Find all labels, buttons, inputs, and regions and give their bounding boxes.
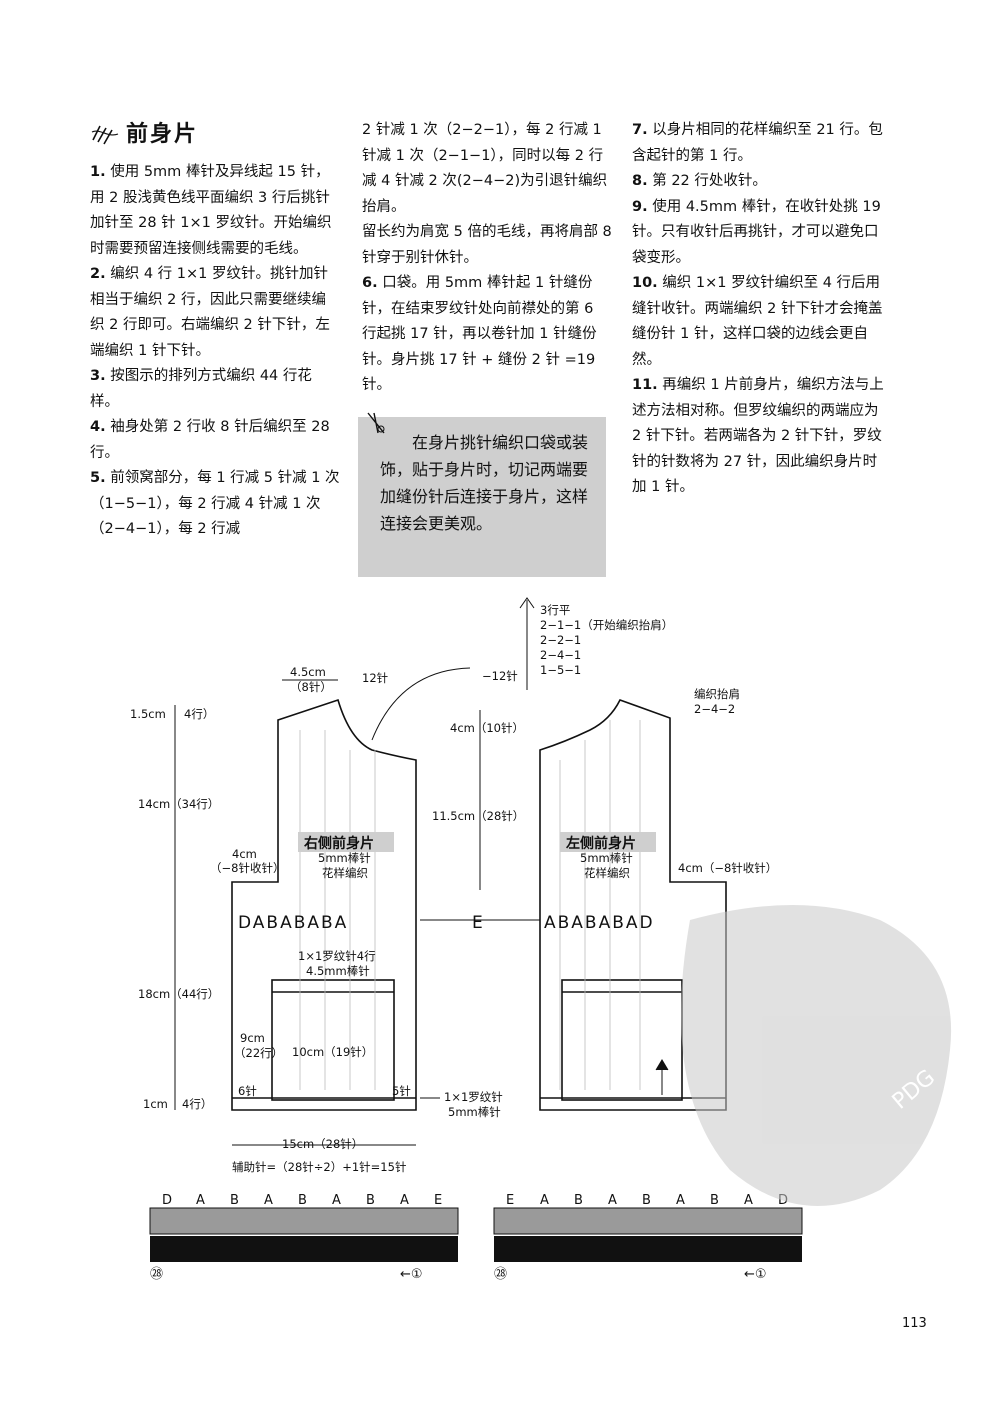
chart-right-letter-2: A xyxy=(540,1193,549,1208)
chart-left-letter-5: B xyxy=(298,1193,307,1208)
dim-18: 18cm（44行） xyxy=(138,987,219,1001)
left-front-title: 左侧前身片 xyxy=(565,835,636,852)
chart-left-letter-7: B xyxy=(366,1193,375,1208)
left-front-outline xyxy=(539,699,727,1111)
knitting-diagram: 3行平 2−1−1（开始编织抬肩） 2−2−1 2−4−1 1−5−1 −12针… xyxy=(130,597,952,1282)
chart-left-letter-2: A xyxy=(196,1193,205,1208)
chart-right-letter-3: B xyxy=(574,1193,583,1208)
right-side-4cm: 4cm（−8针收针） xyxy=(678,861,777,875)
pocket-height: 9cm xyxy=(240,1031,265,1045)
right-pocket xyxy=(271,979,395,1101)
rib-needle: 5mm棒针 xyxy=(448,1105,501,1119)
left-sequence: ABABABAD xyxy=(544,913,655,933)
chart-left-letter-6: A xyxy=(332,1193,341,1208)
chart-left-letter-3: B xyxy=(230,1193,239,1208)
step-2: 2. 编织 4 行 1×1 罗纹针。挑针加针相当于编织 2 行，因此只需要继续编… xyxy=(90,266,330,359)
rib-label: 1×1罗纹针 xyxy=(444,1090,503,1104)
step-8: 8. 第 22 行处收针。 xyxy=(632,173,767,189)
shoulder-note: 留长约为肩宽 5 倍的毛线，再将肩部 8 针穿于别针休针。 xyxy=(362,224,612,266)
step-5-continued: 2 针减 1 次（2−2−1），每 2 行减 1 针减 1 次（2−1−1），同… xyxy=(362,122,608,215)
dim-4cm: 4cm xyxy=(232,847,257,861)
step-7: 7. 以身片相同的花样编织至 21 行。包含起针的第 1 行。 xyxy=(632,122,883,164)
shoulder-stitches: （8针） xyxy=(290,680,332,694)
watermark-seal: PDG xyxy=(681,905,952,1206)
chart-right-letter-6: A xyxy=(676,1193,685,1208)
aux-label: 辅助针=（28针÷2）+1针=15针 xyxy=(232,1160,406,1174)
right-needle: 5mm棒针 xyxy=(318,851,371,865)
dim-4row-bottom: 4行） xyxy=(182,1097,212,1111)
column-3: 7. 以身片相同的花样编织至 21 行。包含起针的第 1 行。 8. 第 22 … xyxy=(632,118,884,501)
chart-left-row28: ㉘ xyxy=(150,1267,163,1282)
top-note-3: 2−2−1 xyxy=(540,633,581,647)
step-3: 3. 按图示的排列方式编织 44 行花样。 xyxy=(90,368,312,410)
right-sequence: DABABABA xyxy=(238,913,348,933)
dim-4row: 4行） xyxy=(184,707,214,721)
top-note-4: 2−4−1 xyxy=(540,648,581,662)
chart-left-letter-1: D xyxy=(162,1193,172,1208)
chart-left-row1: ←① xyxy=(400,1267,423,1282)
top-note-2: 2−1−1（开始编织抬肩） xyxy=(540,618,673,632)
chart-right-row1: ←① xyxy=(744,1267,767,1282)
shoulder-width: 4.5cm xyxy=(290,665,326,679)
minus12-label: −12针 xyxy=(482,669,518,683)
yarn-icon xyxy=(91,125,119,145)
tip-box: 在身片挑针编织口袋或装饰，贴于身片时，切记两端要加缝份针后连接于身片，这样连接会… xyxy=(358,412,606,577)
center-e: E xyxy=(472,913,485,933)
section-title-text: 前身片 xyxy=(126,122,199,148)
chart-left-letter-8: A xyxy=(400,1193,409,1208)
page-number: 113 xyxy=(902,1316,927,1331)
chart-right-letter-1: E xyxy=(506,1193,514,1208)
stitch-chart-left xyxy=(149,1207,459,1262)
right-front-title: 右侧前身片 xyxy=(303,835,374,852)
center-4cm: 4cm（10针） xyxy=(450,721,524,735)
section-title: 前身片 xyxy=(90,118,340,152)
pocket-width: 10cm（19针） xyxy=(292,1045,373,1059)
column-2: 2 针减 1 次（2−2−1），每 2 行减 1 针减 1 次（2−1−1），同… xyxy=(362,118,612,399)
step-9: 9. 使用 4.5mm 棒针，在收针处挑 19 针。只有收针后再挑针，才可以避免… xyxy=(632,198,881,266)
step-5: 5. 前领窝部分，每 1 行减 5 针减 1 次（1−5−1），每 2 行减 4… xyxy=(90,470,340,537)
width-label: 15cm（28针） xyxy=(282,1137,363,1151)
step-6: 6. 口袋。用 5mm 棒针起 1 针缝份针，在结束罗纹针处向前襟处的第 6 行… xyxy=(362,275,597,393)
column-1: 前身片 1. 使用 5mm 棒针及异线起 15 针，用 2 股浅黄色线平面编织 … xyxy=(90,118,340,543)
dim-minus8: （−8针收针） xyxy=(210,861,284,875)
tip-text: 在身片挑针编织口袋或装饰，贴于身片时，切记两端要加缝份针后连接于身片，这样连接会… xyxy=(380,433,589,533)
dim-1cm: 1cm xyxy=(143,1097,168,1111)
chart-left-letter-4: A xyxy=(264,1193,273,1208)
center-11-5: 11.5cm（28针） xyxy=(432,809,524,823)
left-pocket xyxy=(561,979,683,1101)
chart-right-letter-4: A xyxy=(608,1193,617,1208)
needle-icon xyxy=(367,412,385,434)
chart-right-letter-5: B xyxy=(642,1193,651,1208)
right-pattern: 花样编织 xyxy=(322,866,368,880)
step-11: 11. 再编织 1 片前身片，编织方法与上述方法相对称。但罗纹编织的两端应为 2… xyxy=(632,377,884,495)
pocket-rib: 1×1罗纹针4行 xyxy=(298,949,376,963)
left-needle: 5mm棒针 xyxy=(580,851,633,865)
six-stitches: 6针 xyxy=(238,1084,257,1098)
armhole-seq: 2−4−2 xyxy=(694,702,735,716)
chart-left-letter-9: E xyxy=(434,1193,442,1208)
chart-right-letter-8: A xyxy=(744,1193,753,1208)
chart-right-letter-7: B xyxy=(710,1193,719,1208)
pocket-needle: 4.5mm棒针 xyxy=(306,964,370,978)
top-note-1: 3行平 xyxy=(540,603,570,617)
five-stitches: 5针 xyxy=(392,1084,411,1098)
stitch-chart-right xyxy=(493,1207,803,1262)
step-1: 1. 使用 5mm 棒针及异线起 15 针，用 2 股浅黄色线平面编织 3 行后… xyxy=(90,164,332,257)
dim-14: 14cm（34行） xyxy=(138,797,219,811)
step-4: 4. 袖身处第 2 行收 8 针后编织至 28 行。 xyxy=(90,419,330,461)
chart-right-row28: ㉘ xyxy=(494,1267,507,1282)
dim-1-5: 1.5cm xyxy=(130,707,166,721)
neck-stitches: 12针 xyxy=(362,671,388,685)
left-pattern: 花样编织 xyxy=(584,866,630,880)
pocket-rows: （22行） xyxy=(234,1046,283,1060)
top-note-5: 1−5−1 xyxy=(540,663,581,677)
armhole-label: 编织抬肩 xyxy=(694,687,740,701)
step-10: 10. 编织 1×1 罗纹针编织至 4 行后用缝针收针。两端编织 2 针下针才会… xyxy=(632,275,883,368)
